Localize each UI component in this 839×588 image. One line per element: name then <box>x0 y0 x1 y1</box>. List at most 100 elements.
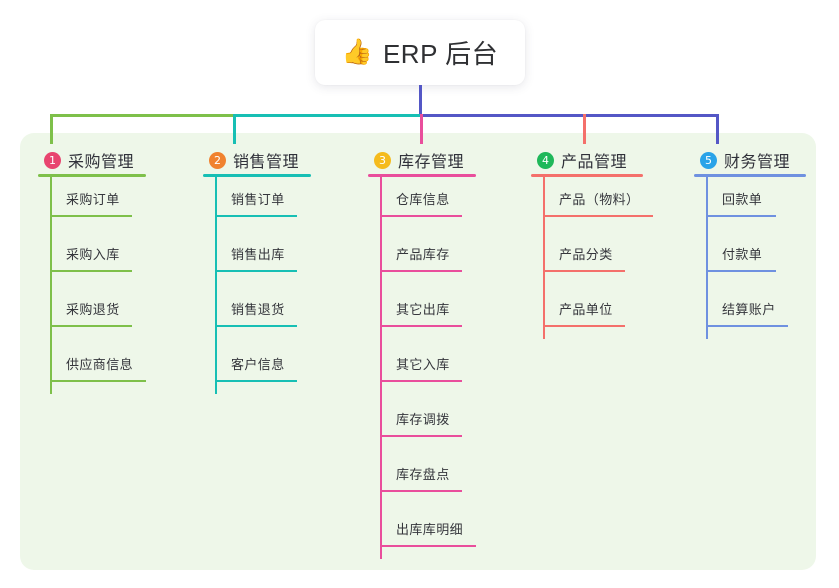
module-item-rule <box>380 545 476 547</box>
module-header-rule <box>203 174 311 177</box>
module-item-label: 采购退货 <box>66 302 120 317</box>
module-item[interactable]: 供应商信息 <box>38 340 146 395</box>
drop-line-3 <box>420 114 423 144</box>
module-item-label: 产品分类 <box>559 247 613 262</box>
module-title: 财务管理 <box>724 154 791 171</box>
branch-trunk-line <box>706 175 708 339</box>
module-item[interactable]: 回款单 <box>694 175 790 230</box>
module-branch: 仓库信息产品库存其它出库其它入库库存调拨库存盘点出库库明细 <box>368 175 476 560</box>
module-item-rule <box>50 325 132 327</box>
module-item[interactable]: 采购退货 <box>38 285 134 340</box>
module-item-rule <box>215 215 297 217</box>
module-header-4[interactable]: 4 产品管理 <box>531 145 643 177</box>
module-item[interactable]: 仓库信息 <box>368 175 464 230</box>
module-item-rule <box>50 380 146 382</box>
module-item-rule <box>706 270 776 272</box>
module-item-label: 其它入库 <box>396 357 450 372</box>
module-item-label: 销售订单 <box>231 192 285 207</box>
bus-segment-3 <box>420 114 716 117</box>
module-header-1[interactable]: 1 采购管理 <box>38 145 146 177</box>
branch-trunk-line <box>543 175 545 339</box>
module-item-label: 库存调拨 <box>396 412 450 427</box>
module-header-rule <box>368 174 476 177</box>
drop-line-2 <box>233 114 236 144</box>
module-item[interactable]: 销售出库 <box>203 230 299 285</box>
module-column-4: 4 产品管理产品（物料） 产品分类产品单位 <box>531 145 653 340</box>
module-column-3: 3 库存管理仓库信息产品库存其它出库其它入库库存调拨库存盘点出库库明细 <box>368 145 476 560</box>
module-item-label: 产品单位 <box>559 302 613 317</box>
module-item[interactable]: 产品分类 <box>531 230 627 285</box>
module-item-label: 库存盘点 <box>396 467 450 482</box>
module-item-label: 销售出库 <box>231 247 285 262</box>
root-node-title: ERP 后台 <box>382 39 499 69</box>
module-item[interactable]: 库存盘点 <box>368 450 464 505</box>
module-item[interactable]: 产品单位 <box>531 285 627 340</box>
module-item-label: 客户信息 <box>231 357 285 372</box>
module-number-badge: 3 <box>374 151 391 169</box>
module-item-rule <box>215 380 297 382</box>
module-item-rule <box>50 270 132 272</box>
bus-segment-1 <box>50 114 233 117</box>
module-header-2[interactable]: 2 销售管理 <box>203 145 311 177</box>
module-item[interactable]: 产品（物料） <box>531 175 653 230</box>
module-column-2: 2 销售管理销售订单销售出库销售退货客户信息 <box>203 145 311 395</box>
module-item[interactable]: 出库库明细 <box>368 505 476 560</box>
module-header-rule <box>38 174 146 177</box>
branch-trunk-line <box>380 175 382 559</box>
module-item-rule <box>380 380 462 382</box>
module-header-3[interactable]: 3 库存管理 <box>368 145 476 177</box>
module-branch: 产品（物料） 产品分类产品单位 <box>531 175 653 340</box>
module-branch: 回款单付款单结算账户 <box>694 175 790 340</box>
module-item[interactable]: 销售退货 <box>203 285 299 340</box>
drop-line-4 <box>583 114 586 144</box>
branch-trunk-line <box>215 175 217 394</box>
module-item[interactable]: 销售订单 <box>203 175 299 230</box>
module-title: 采购管理 <box>68 154 135 171</box>
thumbs-up-icon: 👍 <box>341 38 373 66</box>
branch-trunk-line <box>50 175 52 394</box>
module-item-rule <box>706 325 788 327</box>
module-number-badge: 1 <box>44 151 61 169</box>
module-item-rule <box>543 270 625 272</box>
module-title: 库存管理 <box>398 154 465 171</box>
module-item-label: 其它出库 <box>396 302 450 317</box>
module-number-badge: 4 <box>537 151 554 169</box>
module-branch: 采购订单采购入库采购退货供应商信息 <box>38 175 146 395</box>
drop-line-5 <box>716 114 719 144</box>
module-item-label: 产品库存 <box>396 247 450 262</box>
module-item-rule <box>380 215 462 217</box>
module-item-rule <box>543 325 625 327</box>
module-item-label: 仓库信息 <box>396 192 450 207</box>
module-item[interactable]: 结算账户 <box>694 285 790 340</box>
module-title: 销售管理 <box>233 154 300 171</box>
module-item[interactable]: 其它入库 <box>368 340 464 395</box>
module-item-rule <box>543 215 653 217</box>
module-item[interactable]: 采购入库 <box>38 230 134 285</box>
module-item[interactable]: 其它出库 <box>368 285 464 340</box>
module-item-rule <box>215 325 297 327</box>
module-item-label: 回款单 <box>722 192 763 207</box>
module-item[interactable]: 客户信息 <box>203 340 299 395</box>
module-item-label: 销售退货 <box>231 302 285 317</box>
module-header-rule <box>694 174 806 177</box>
module-item[interactable]: 库存调拨 <box>368 395 464 450</box>
module-item-label: 结算账户 <box>722 302 776 317</box>
module-title: 产品管理 <box>561 154 628 171</box>
module-item-rule <box>380 490 462 492</box>
module-item-rule <box>50 215 132 217</box>
drop-line-1 <box>50 114 53 144</box>
module-item[interactable]: 采购订单 <box>38 175 134 230</box>
module-item-rule <box>380 435 462 437</box>
module-item[interactable]: 付款单 <box>694 230 790 285</box>
bus-segment-2 <box>233 114 420 117</box>
module-item-label: 采购入库 <box>66 247 120 262</box>
module-item-label: 付款单 <box>722 247 763 262</box>
module-number-badge: 2 <box>209 151 226 169</box>
root-node-card[interactable]: 👍 ERP 后台 <box>315 20 525 85</box>
module-item-rule <box>706 215 776 217</box>
module-item[interactable]: 产品库存 <box>368 230 464 285</box>
module-item-label: 供应商信息 <box>66 357 134 372</box>
